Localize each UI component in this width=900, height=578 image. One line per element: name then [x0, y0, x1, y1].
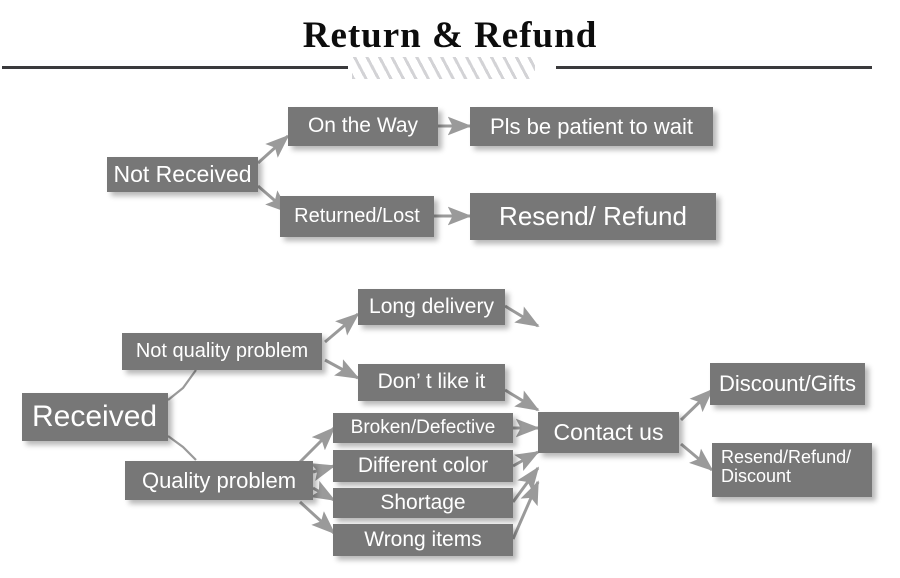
- node-not-quality-problem[interactable]: Not quality problem: [122, 333, 322, 370]
- node-label: Returned/Lost: [294, 204, 420, 227]
- node-label: Shortage: [380, 490, 466, 514]
- node-label: Pls be patient to wait: [489, 113, 693, 139]
- arrow-dont-like-it-to-contact-us: [504, 388, 540, 412]
- page-title: Return & Refund: [302, 15, 598, 56]
- node-label: Contact us: [553, 419, 664, 446]
- node-shortage[interactable]: Shortage: [333, 488, 513, 518]
- node-returned-lost[interactable]: Returned/Lost: [280, 196, 434, 237]
- divider-rule-right: [556, 66, 872, 69]
- node-broken-defective[interactable]: Broken/Defective: [333, 413, 513, 443]
- node-label-line-2: Discount: [721, 466, 792, 487]
- arrow-not-quality-to-long-delivery: [324, 312, 360, 344]
- line-received-to-quality-problem: [167, 435, 197, 461]
- node-label: Not quality problem: [135, 339, 309, 362]
- node-discount-gifts[interactable]: Discount/Gifts: [710, 363, 865, 405]
- node-label: Broken/Defective: [350, 416, 496, 438]
- divider-hatch-icon: [352, 57, 535, 79]
- node-dont-like-it[interactable]: Don’ t like it: [358, 364, 505, 401]
- node-label: Not Received: [113, 161, 252, 188]
- arrow-quality-to-shortage: [310, 480, 336, 502]
- arrow-quality-to-different-color: [310, 463, 336, 482]
- divider-rule-left: [2, 66, 348, 69]
- node-label: Received: [32, 399, 158, 433]
- node-contact-us[interactable]: Contact us: [538, 412, 679, 453]
- node-received[interactable]: Received: [22, 393, 168, 441]
- node-wrong-items[interactable]: Wrong items: [333, 524, 513, 556]
- node-label: Quality problem: [141, 467, 297, 493]
- node-label: Don’ t like it: [377, 370, 486, 394]
- node-resend-refund-discount[interactable]: Resend/Refund/ Discount: [712, 443, 872, 497]
- node-quality-problem[interactable]: Quality problem: [125, 461, 313, 500]
- arrow-contact-us-to-discount-gifts: [679, 388, 714, 422]
- arrow-shortage-to-contact-us: [511, 466, 540, 503]
- arrow-quality-to-broken-defective: [298, 426, 336, 464]
- node-not-received[interactable]: Not Received: [107, 157, 258, 192]
- arrow-not-quality-to-dont-like-it: [324, 358, 360, 380]
- node-pls-be-patient-to-wait[interactable]: Pls be patient to wait: [470, 107, 713, 146]
- node-on-the-way[interactable]: On the Way: [288, 107, 438, 146]
- node-label: Long delivery: [369, 294, 494, 318]
- node-label: Resend/ Refund: [499, 201, 687, 232]
- node-label: Different color: [357, 453, 489, 477]
- node-label-line-1: Resend/Refund/: [721, 447, 852, 467]
- arrow-quality-to-wrong-items: [298, 500, 336, 535]
- arrow-contact-us-to-resend-refund-discount: [680, 442, 714, 472]
- arrow-wrong-items-to-contact-us: [511, 480, 540, 540]
- node-long-delivery[interactable]: Long delivery: [358, 289, 505, 325]
- node-label: On the Way: [307, 114, 419, 138]
- node-label: Wrong items: [364, 527, 482, 551]
- arrow-different-color-to-contact-us: [512, 450, 540, 471]
- node-different-color[interactable]: Different color: [333, 450, 513, 482]
- arrow-not-received-to-on-the-way: [256, 134, 290, 165]
- arrow-long-delivery-to-contact-us: [504, 304, 540, 328]
- node-label: Discount/Gifts: [719, 371, 856, 397]
- line-received-to-not-quality-problem: [167, 369, 197, 401]
- node-resend-refund[interactable]: Resend/ Refund: [470, 193, 716, 240]
